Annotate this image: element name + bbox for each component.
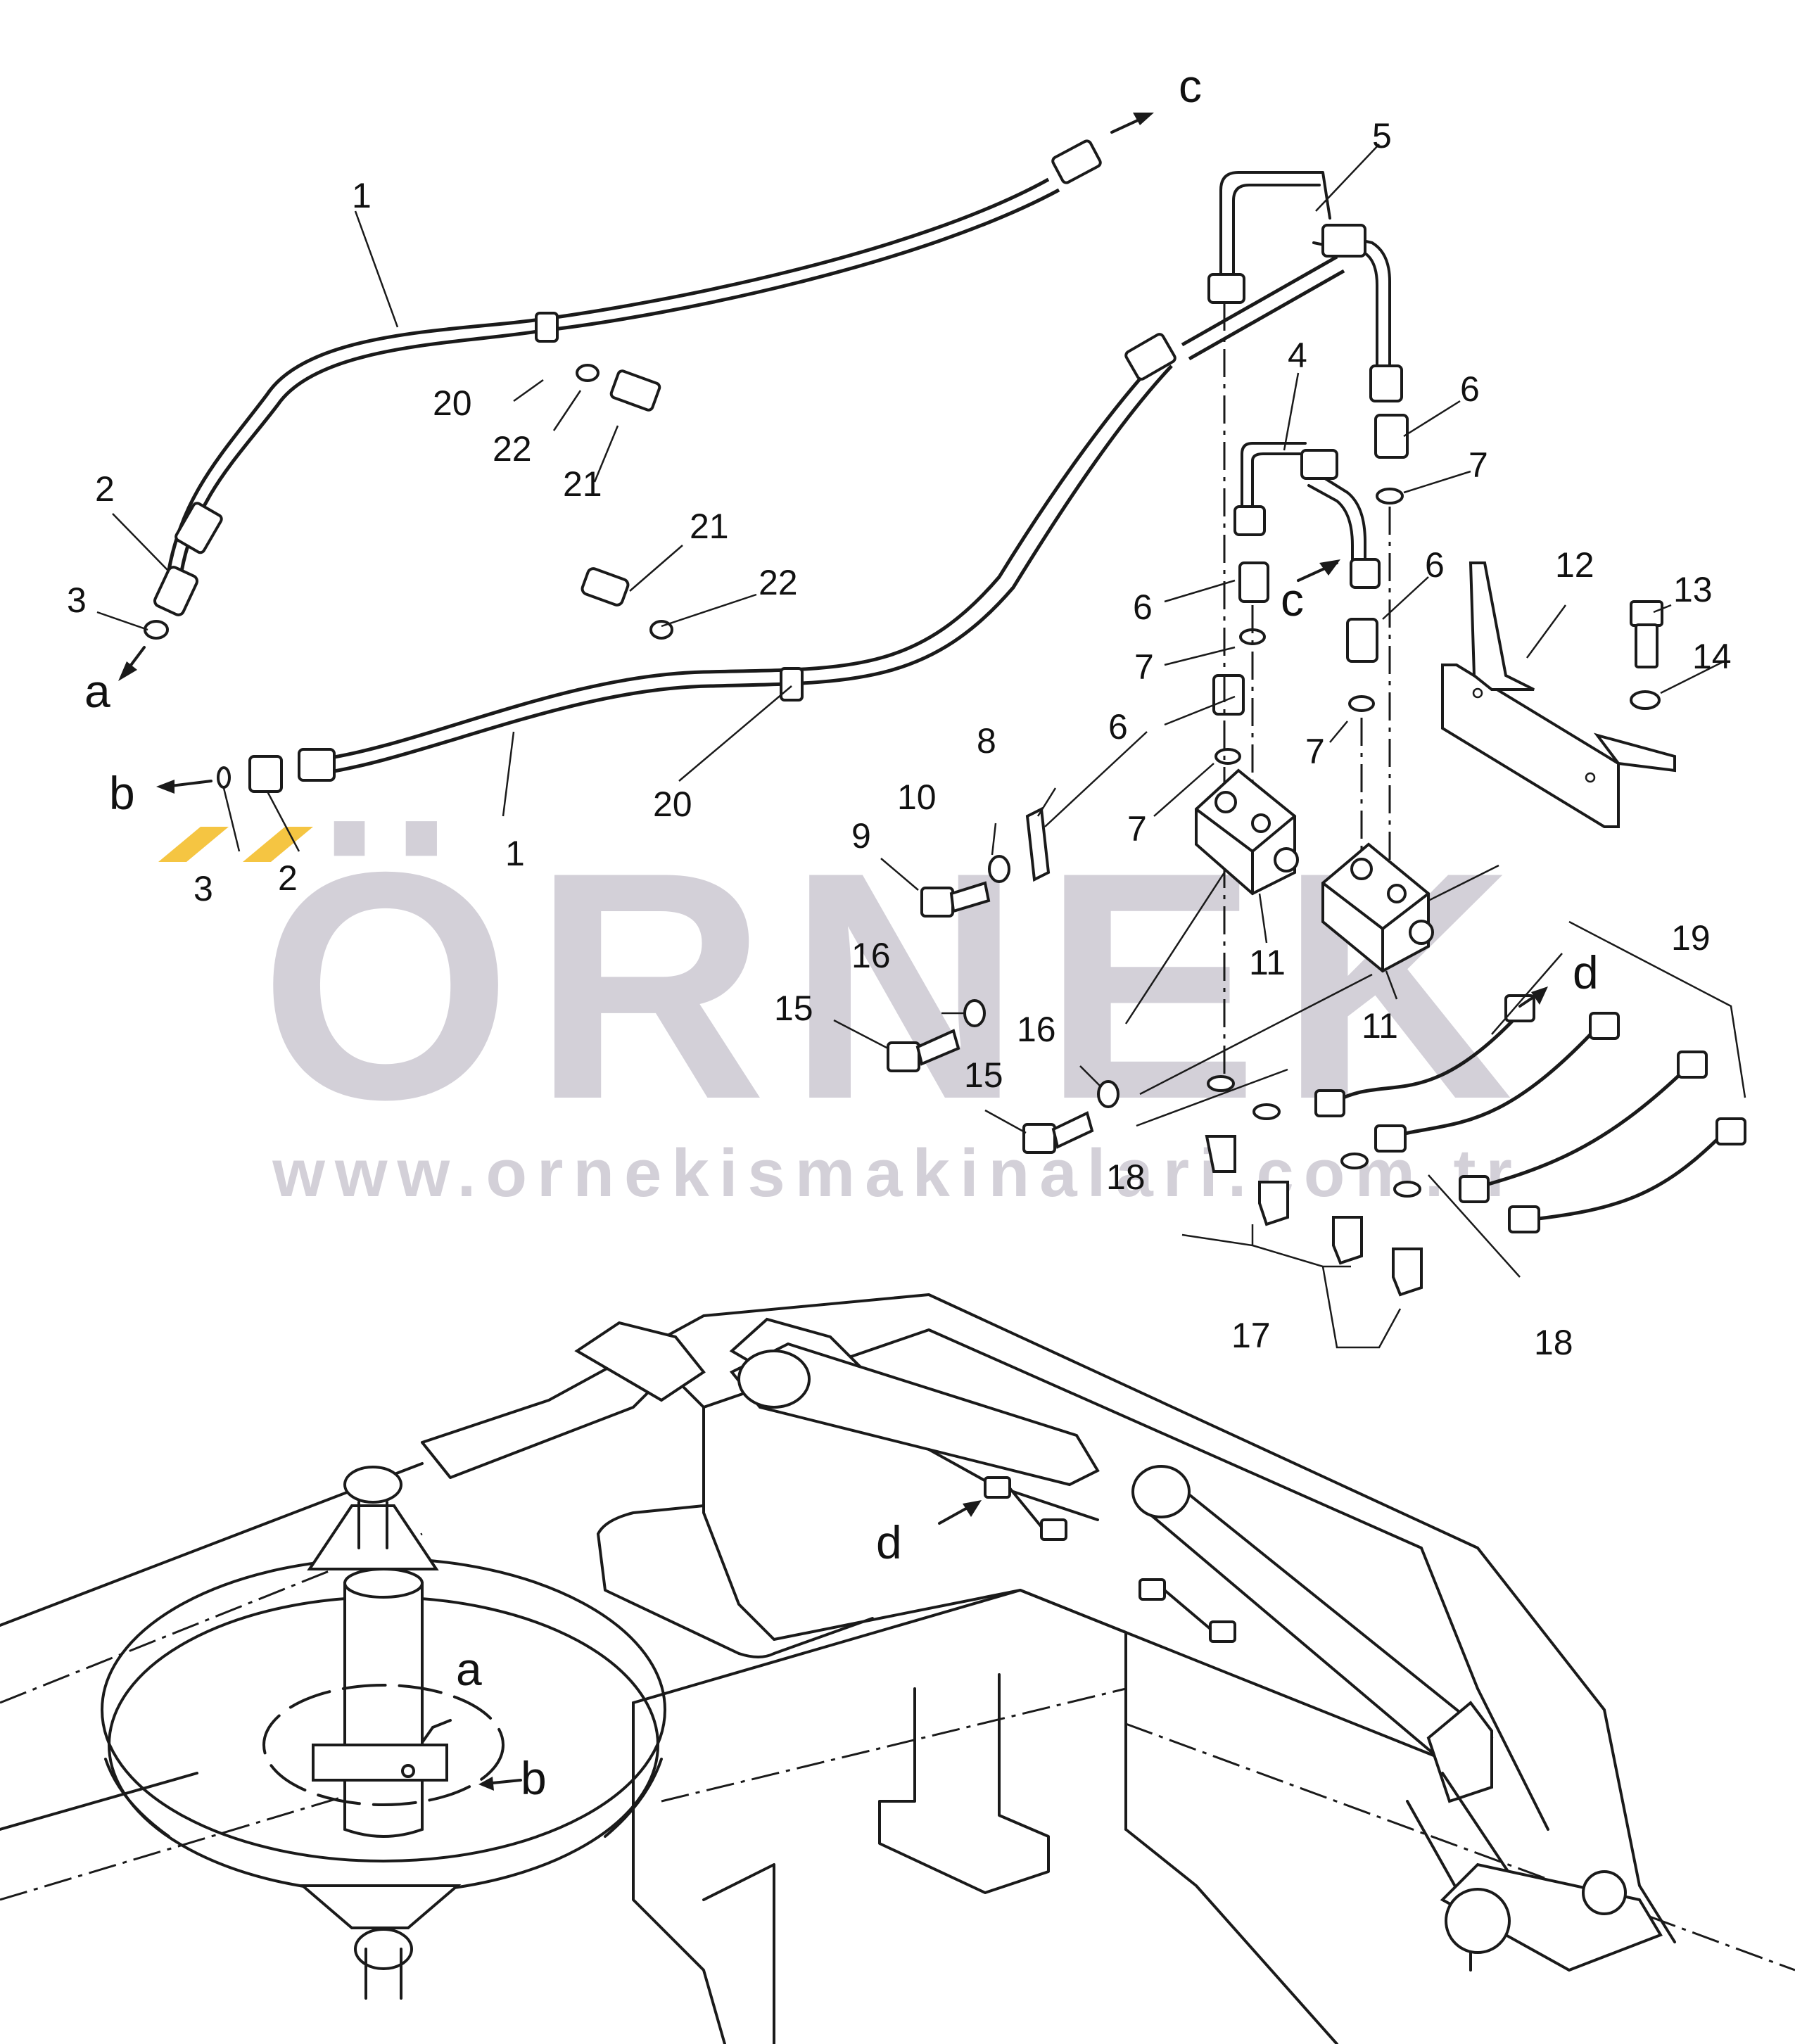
hose-1-lower	[298, 255, 1345, 782]
watermark-brand: ÖRNEK	[260, 806, 1534, 1167]
hoses-19	[1314, 920, 1746, 1233]
callout-10: 10	[897, 777, 937, 817]
ref-b-bottom: b	[521, 1752, 547, 1804]
callout-4: 4	[1288, 336, 1307, 375]
callout-17: 17	[1231, 1316, 1271, 1355]
callout-22-b: 22	[759, 563, 798, 602]
bolt-15-b	[1022, 1111, 1094, 1154]
valve-11-a	[1195, 768, 1299, 896]
adapters-6-orings-7	[1212, 414, 1409, 765]
reference-letters: a b c c d d a b	[84, 60, 1599, 1804]
ref-d-top: d	[1573, 946, 1599, 998]
callout-16-a: 16	[851, 936, 891, 975]
callout-6-a: 6	[1460, 369, 1480, 409]
ref-d-bottom: d	[876, 1516, 902, 1568]
callout-5: 5	[1372, 116, 1392, 155]
callout-11-b: 11	[1362, 1006, 1398, 1046]
pipes-4-5	[1207, 171, 1403, 589]
callout-15-b: 15	[964, 1055, 1003, 1095]
callout-20-b: 20	[653, 785, 692, 824]
callout-22-a: 22	[493, 429, 532, 469]
callout-14: 14	[1692, 637, 1732, 676]
hose-1-upper	[167, 139, 1102, 572]
clamp-8	[1025, 806, 1051, 882]
callout-9: 9	[851, 816, 871, 856]
fittings-left	[144, 364, 673, 793]
callout-8: 8	[977, 721, 996, 761]
callout-11-a: 11	[1249, 943, 1286, 982]
callout-16-b: 16	[1017, 1010, 1056, 1049]
callout-19: 19	[1671, 918, 1711, 958]
bolt-9	[920, 881, 991, 918]
ref-c-top: c	[1179, 60, 1202, 112]
callout-7-b: 7	[1134, 647, 1154, 687]
callout-18-a: 18	[1106, 1157, 1146, 1197]
callout-6-d: 6	[1108, 707, 1128, 747]
elbows-17	[1181, 1135, 1423, 1349]
callout-6-b: 6	[1133, 588, 1153, 627]
callout-2-upper: 2	[95, 469, 115, 509]
callout-20-a: 20	[433, 383, 472, 423]
ref-c-mid: c	[1281, 573, 1304, 626]
callout-2-lower: 2	[278, 858, 298, 898]
ref-a-top: a	[84, 665, 110, 717]
leader-lines	[96, 144, 1725, 1134]
washer-16-a	[963, 999, 986, 1027]
ref-a-bottom: a	[456, 1643, 482, 1695]
bolt-15-a	[887, 1029, 960, 1072]
machine-frame	[0, 1293, 1795, 2044]
callout-18-b: 18	[1534, 1323, 1573, 1362]
watermark-umlaut	[158, 827, 313, 862]
callout-labels: 1 1 2 2 3 3 4 5 6 6 6 6 7 7 7 7 8 9 10 1…	[67, 116, 1732, 1362]
washer-16-b	[1097, 1080, 1120, 1108]
callout-1-lower: 1	[505, 834, 525, 873]
washer-10	[988, 855, 1010, 883]
callout-21-a: 21	[563, 464, 602, 504]
valve-11-b	[1321, 842, 1434, 973]
ref-b-top: b	[109, 767, 135, 819]
orings-18	[1136, 1068, 1521, 1278]
callout-21-b: 21	[690, 507, 729, 546]
callout-3-upper: 3	[67, 580, 87, 620]
callout-7-a: 7	[1469, 445, 1488, 485]
callout-1-upper: 1	[352, 176, 372, 215]
callout-15-a: 15	[774, 989, 813, 1028]
callout-7-d: 7	[1127, 809, 1147, 849]
callout-13: 13	[1673, 570, 1713, 609]
callout-12: 12	[1555, 545, 1594, 585]
center-lines	[1223, 303, 1391, 1084]
callout-6-c: 6	[1425, 545, 1445, 585]
washer-14	[1630, 690, 1661, 710]
watermark: ÖRNEK www.ornekismakinalari.com.tr	[158, 806, 1534, 1211]
watermark-url: www.ornekismakinalari.com.tr	[272, 1136, 1522, 1211]
bracket-12	[1441, 561, 1676, 828]
bolt-13	[1630, 600, 1663, 668]
callout-3-lower: 3	[194, 869, 213, 908]
callout-7-c: 7	[1305, 732, 1325, 771]
